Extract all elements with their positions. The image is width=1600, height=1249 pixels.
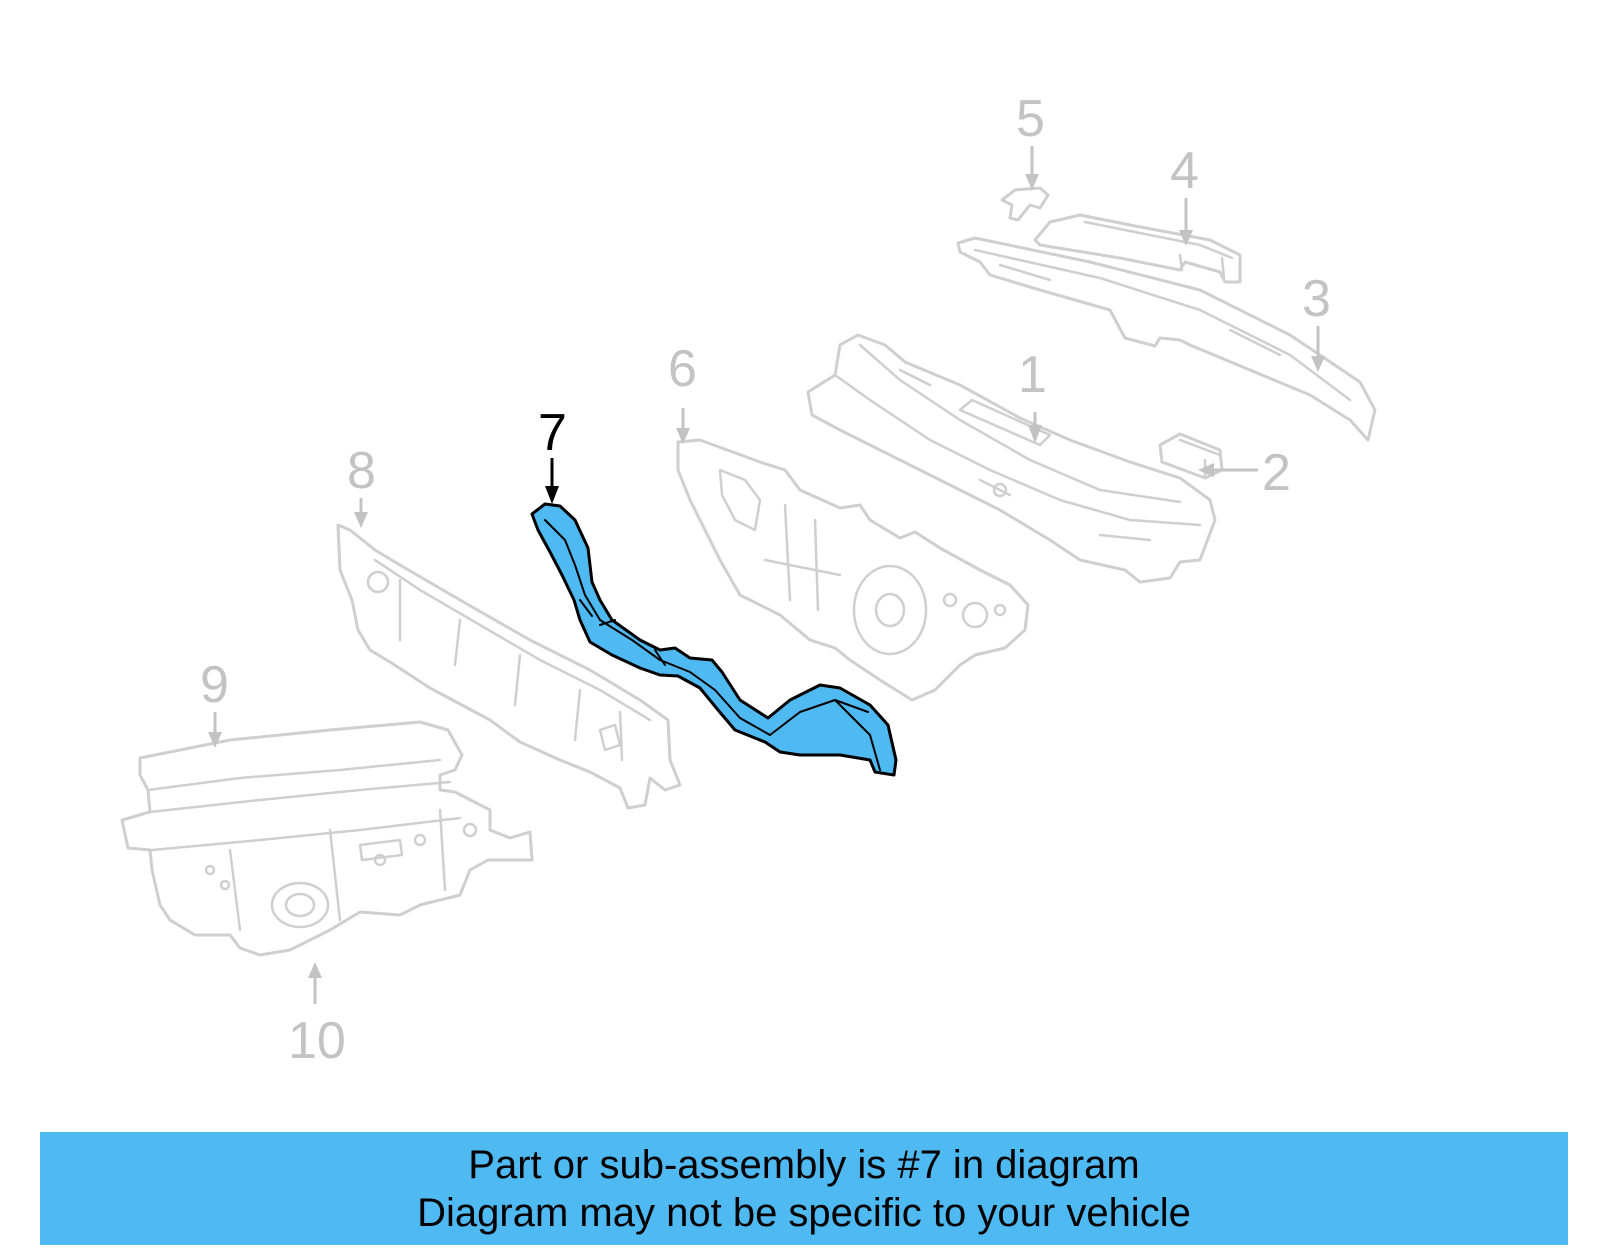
part-6-dash-insulator — [676, 438, 1030, 702]
part-3-cowl-top-panel — [956, 236, 1377, 442]
info-banner: Part or sub-assembly is #7 in diagram Di… — [40, 1132, 1568, 1245]
part-5-clip — [1000, 186, 1050, 222]
part-4-cowl-bracket — [1033, 213, 1242, 284]
callout-5: 5 — [1016, 90, 1045, 148]
callout-9: 9 — [200, 656, 229, 714]
callout-3: 3 — [1302, 270, 1331, 328]
callout-6: 6 — [668, 340, 697, 398]
part-7-highlighted[interactable] — [530, 502, 898, 777]
callout-2: 2 — [1262, 444, 1291, 502]
banner-line-2: Diagram may not be specific to your vehi… — [417, 1190, 1191, 1235]
callout-7[interactable]: 7 — [538, 404, 567, 462]
part-1-cowl-panel — [806, 333, 1217, 584]
callout-4: 4 — [1170, 142, 1199, 200]
banner-line-1: Part or sub-assembly is #7 in diagram — [468, 1142, 1140, 1187]
callout-10: 10 — [288, 1012, 346, 1070]
parts-diagram: 1 2 3 4 5 6 7 8 9 10 — [120, 90, 1377, 1070]
callout-1: 1 — [1018, 346, 1047, 404]
part-8-cowl-reinforcement — [336, 523, 682, 810]
callout-arrows — [208, 146, 1325, 1004]
part-9-10-dash-lower-assembly — [120, 720, 534, 957]
callout-8: 8 — [347, 442, 376, 500]
